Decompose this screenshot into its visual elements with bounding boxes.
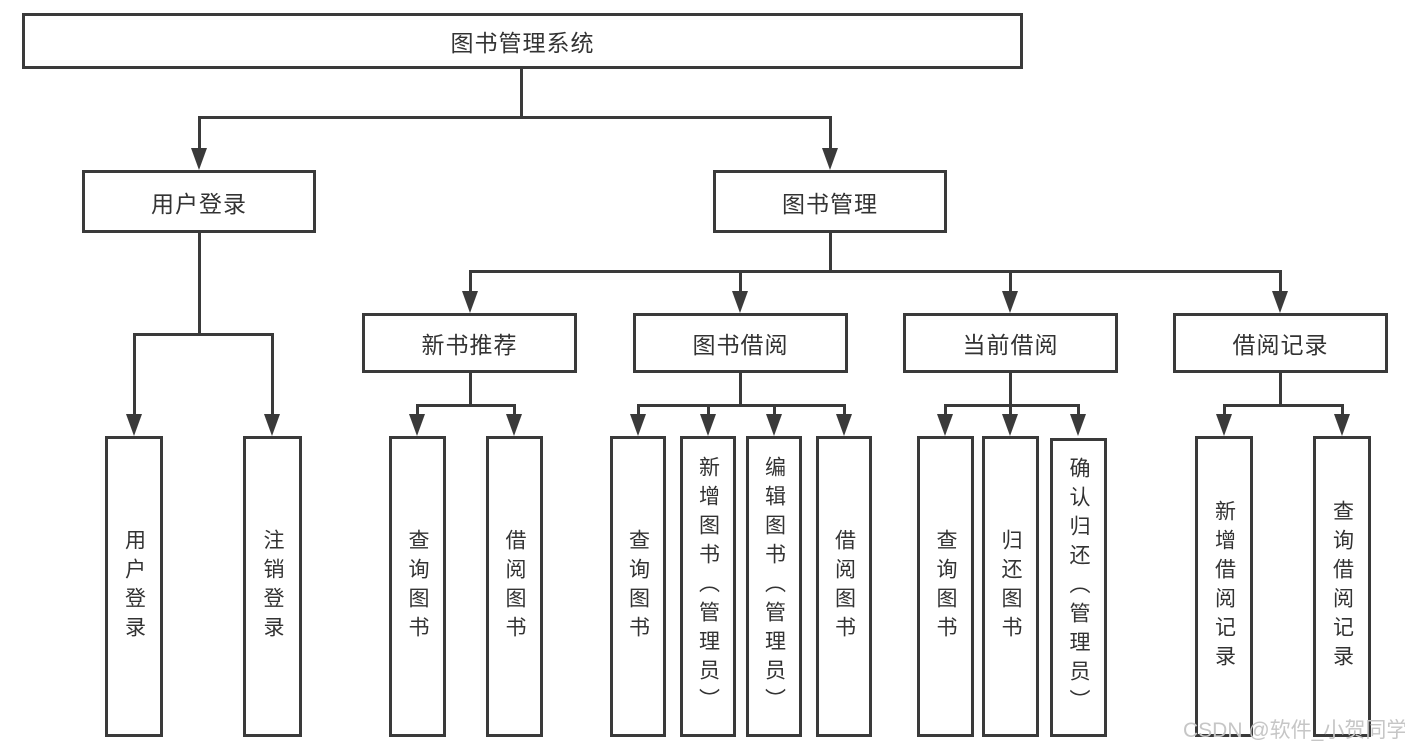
node-label: 图书管理系统 [450,30,595,56]
leaf-add-borrow-record: 新增借阅记录 [1195,436,1253,737]
arrowhead-down-icon [462,291,478,313]
leaf-confirm-return-admin: 确认归还（管理员） [1050,438,1107,737]
leaf-logout: 注销登录 [243,436,302,737]
connector-segment [469,373,472,406]
connector-segment [198,233,201,336]
connector-segment [1223,404,1226,418]
leaf-query-books-recommend: 查询图书 [389,436,446,737]
node-label: 新书推荐 [421,332,518,358]
connector-segment [773,404,776,418]
node-label: 归还图书 [999,528,1022,645]
arrowhead-down-icon [937,414,953,436]
node-label: 新增图书（管理员） [696,456,720,717]
connector-segment [520,68,523,118]
node-label: 用户登录 [122,528,146,645]
arrowhead-down-icon [409,414,425,436]
connector-segment [416,404,516,407]
leaf-return-book: 归还图书 [982,436,1039,737]
connector-segment [944,404,1080,407]
connector-segment [1009,373,1012,406]
arrowhead-down-icon [1070,414,1086,436]
node-book-management: 图书管理 [713,170,947,233]
node-label: 新增借阅记录 [1212,499,1236,674]
leaf-query-books-borrowing: 查询图书 [610,436,666,737]
leaf-query-borrow-record: 查询借阅记录 [1313,436,1371,737]
watermark: CSDN @软件_小贺同学 [1183,719,1405,742]
arrowhead-down-icon [822,148,838,170]
arrowhead-down-icon [700,414,716,436]
connector-segment [1279,270,1282,293]
node-new-book-recommend: 新书推荐 [362,313,577,373]
connector-segment [637,404,640,418]
connector-segment [198,116,201,150]
node-label: 图书借阅 [692,332,789,358]
connector-segment [1279,373,1282,406]
node-current-borrowing: 当前借阅 [903,313,1118,373]
node-label: 注销登录 [261,528,284,645]
node-label: 用户登录 [151,190,247,217]
connector-segment [637,404,845,407]
leaf-add-book-admin: 新增图书（管理员） [680,436,736,737]
arrowhead-down-icon [506,414,522,436]
arrowhead-down-icon [1002,291,1018,313]
node-user-login: 用户登录 [82,170,316,233]
node-book-borrowing: 图书借阅 [633,313,848,373]
node-label: 查询图书 [934,528,957,645]
node-label: 借阅图书 [832,528,856,645]
node-label: 确认归还（管理员） [1067,457,1090,718]
connector-segment [513,404,516,418]
leaf-edit-book-admin: 编辑图书（管理员） [746,436,802,737]
connector-segment [469,270,472,293]
connector-segment [707,404,710,418]
node-borrowing-records: 借阅记录 [1173,313,1388,373]
connector-segment [1009,270,1012,293]
connector-segment [829,116,832,150]
node-label: 编辑图书（管理员） [762,456,786,717]
connector-segment [469,270,1282,273]
connector-segment [1223,404,1343,407]
node-label: 借阅图书 [503,528,526,645]
leaf-borrow-books-borrowing: 借阅图书 [816,436,872,737]
node-label: 查询图书 [406,528,429,645]
node-label: 查询图书 [626,528,650,645]
leaf-query-books-current: 查询图书 [917,436,974,737]
connector-segment [416,404,419,418]
arrowhead-down-icon [1272,291,1288,313]
connector-segment [198,116,832,119]
connector-segment [133,333,274,336]
connector-segment [1077,404,1080,418]
connector-segment [133,333,136,415]
arrowhead-down-icon [1216,414,1232,436]
arrowhead-down-icon [630,414,646,436]
leaf-borrow-books-recommend: 借阅图书 [486,436,543,737]
node-label: 借阅记录 [1232,332,1329,358]
arrowhead-down-icon [264,414,280,436]
arrowhead-down-icon [732,291,748,313]
node-library-system: 图书管理系统 [22,13,1023,69]
connector-segment [1341,404,1344,418]
connector-segment [271,333,274,415]
arrowhead-down-icon [1334,414,1350,436]
connector-segment [829,233,832,273]
connector-segment [944,404,947,418]
node-label: 图书管理 [782,190,878,217]
connector-segment [739,373,742,406]
arrowhead-down-icon [766,414,782,436]
arrowhead-down-icon [836,414,852,436]
arrowhead-down-icon [191,148,207,170]
arrowhead-down-icon [1002,414,1018,436]
connector-segment [1009,404,1012,418]
leaf-user-login: 用户登录 [105,436,163,737]
arrowhead-down-icon [126,414,142,436]
node-label: 当前借阅 [962,332,1059,358]
node-label: 查询借阅记录 [1330,499,1354,674]
connector-segment [843,404,846,418]
connector-segment [739,270,742,293]
